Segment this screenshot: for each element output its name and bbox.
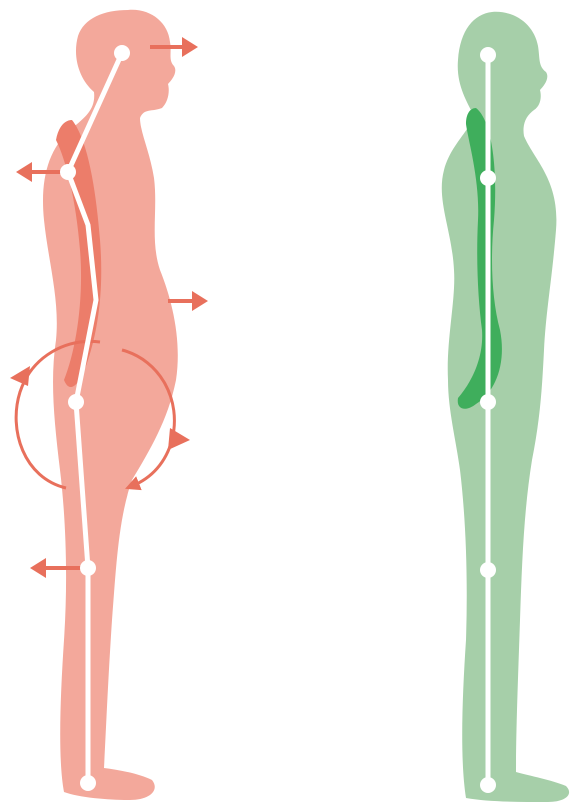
pelvic-tilt-arrowhead-left	[10, 366, 30, 386]
joint-knee	[480, 562, 496, 578]
bad-posture-figure	[10, 10, 208, 800]
joint-ear	[480, 47, 496, 63]
joint-hip	[480, 394, 496, 410]
pelvic-tilt-arrowhead-right	[168, 428, 190, 450]
joint-hip	[68, 394, 84, 410]
protruding-belly-arrow-icon	[168, 291, 208, 311]
joint-knee	[80, 560, 96, 576]
joint-ankle	[80, 775, 96, 791]
joint-shoulder	[480, 170, 496, 186]
good-posture-figure	[442, 12, 569, 802]
joint-ankle	[480, 777, 496, 793]
joint-ear	[114, 45, 130, 61]
joint-shoulder	[60, 164, 76, 180]
